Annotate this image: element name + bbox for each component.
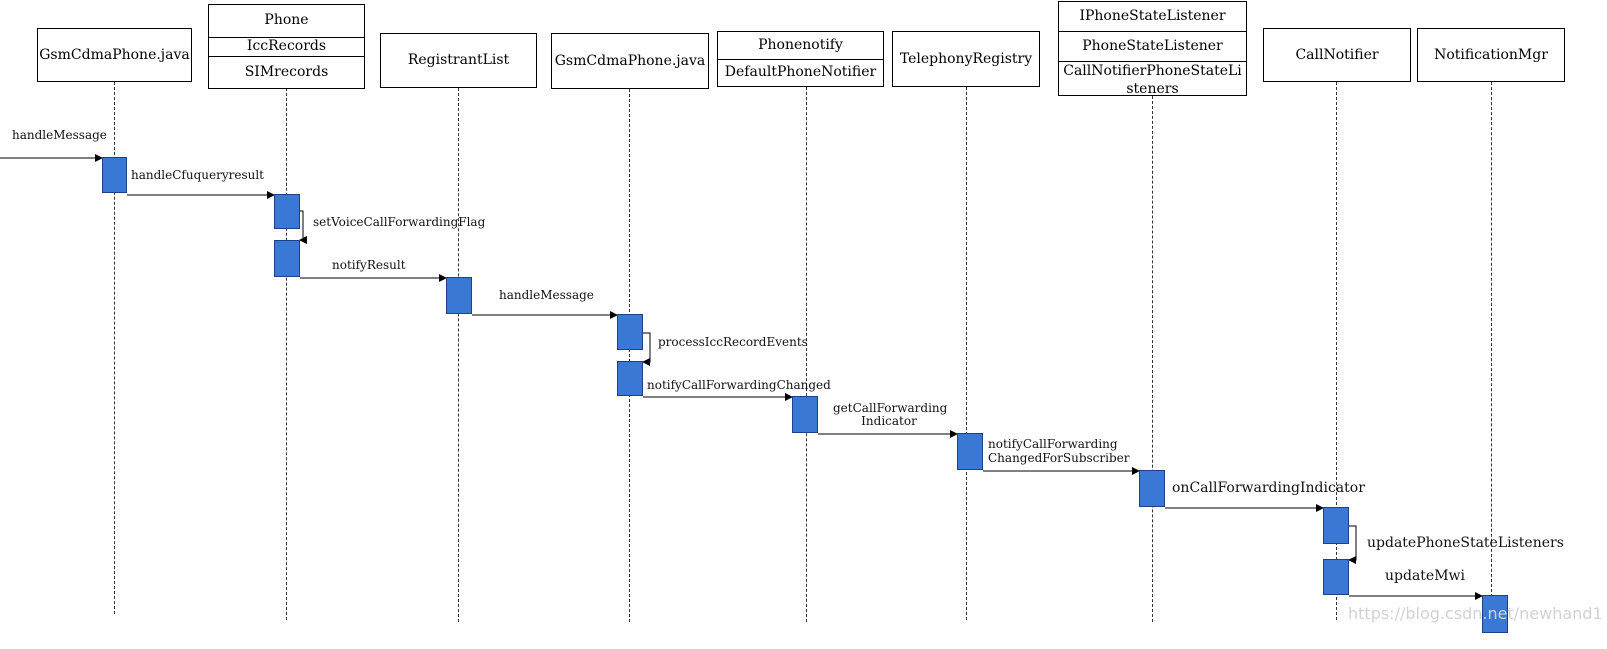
participant-label: GsmCdmaPhone.java	[39, 46, 190, 63]
participant-label: PhoneStateListener	[1059, 31, 1246, 61]
message-label-onCallForwardingIndicator: onCallForwardingIndicator	[1172, 480, 1365, 496]
participant-gsmcdmaphone-2: GsmCdmaPhone.java	[551, 33, 709, 89]
participant-label: Phonenotify	[758, 36, 843, 53]
message-label-processIccRecordEvents: processIccRecordEvents	[658, 335, 808, 349]
activation-notifmgr	[1482, 595, 1508, 633]
participant-label: NotificationMgr	[1434, 46, 1548, 63]
message-label-notifyCallForwardingChanged: notifyCallForwardingChanged	[647, 378, 831, 392]
activation-callnotifier-2	[1323, 559, 1349, 595]
arrow-setVoiceCallForwardingFlag	[299, 210, 307, 244]
lifeline-gsm1	[114, 82, 115, 614]
message-label-getCallForwarding: getCallForwarding	[833, 401, 948, 415]
participant-telephonyregistry: TelephonyRegistry	[892, 31, 1040, 87]
activation-gsm2-1	[617, 314, 643, 350]
message-label-notifyCallForwarding: notifyCallForwarding	[988, 437, 1118, 451]
participant-label: IccRecords	[209, 36, 364, 56]
lifeline-callnotifier	[1336, 82, 1337, 620]
participant-label: CallNotifier	[1295, 46, 1379, 63]
lifeline-gsm2	[629, 89, 630, 622]
message-label-handleMessage-2: handleMessage	[499, 288, 594, 302]
activation-callnotifier-1	[1323, 507, 1349, 544]
participant-notificationmgr: NotificationMgr	[1417, 28, 1565, 82]
participant-callnotifier: CallNotifier	[1263, 28, 1411, 82]
lifeline-notifmgr	[1491, 82, 1492, 597]
message-label-setVoiceCallForwardingFlag: setVoiceCallForwardingFlag	[313, 215, 486, 229]
message-label-handleCfuqueryresult: handleCfuqueryresult	[131, 168, 264, 182]
message-label-updatePhoneStateListeners: updatePhoneStateListeners	[1367, 535, 1564, 551]
participant-label: DefaultPhoneNotifier	[718, 58, 883, 87]
activation-notifier	[792, 396, 818, 433]
lifeline-phone	[286, 88, 287, 620]
activation-registrant	[446, 277, 472, 314]
lifeline-registry	[966, 87, 967, 620]
message-label-notifyResult: notifyResult	[332, 258, 406, 272]
activation-listener	[1139, 470, 1165, 507]
activation-gsm2-2	[617, 361, 643, 396]
participant-label: CallNotifierPhoneStateListeners	[1059, 61, 1246, 98]
participant-label: RegistrantList	[407, 52, 510, 68]
activation-gsm1	[102, 157, 127, 193]
lifeline-notifier	[806, 87, 807, 622]
activation-phone-2	[274, 240, 300, 277]
participant-phonenotify: Phonenotify DefaultPhoneNotifier	[717, 31, 884, 87]
participant-label: SIMrecords	[209, 55, 364, 89]
lifeline-registrant	[458, 88, 459, 622]
activation-registry	[957, 433, 983, 470]
lifeline-listener	[1152, 96, 1153, 622]
participant-label: IPhoneStateListener	[1079, 8, 1226, 24]
arrow-processIccRecordEvents	[642, 332, 651, 366]
watermark: https://blog.csdn.net/newhand1	[1348, 604, 1603, 623]
participant-iphonestatelistener: IPhoneStateListener PhoneStateListener C…	[1058, 1, 1247, 98]
message-label-indicator: Indicator	[861, 414, 917, 428]
message-label-updateMwi: updateMwi	[1385, 568, 1465, 584]
arrow-updatePhoneStateListeners	[1348, 525, 1357, 564]
message-label-changedForSubscriber: ChangedForSubscriber	[988, 451, 1130, 465]
participant-label: GsmCdmaPhone.java	[554, 52, 706, 69]
participant-gsmcdmaphone-1: GsmCdmaPhone.java	[37, 28, 192, 82]
participant-registrantlist: RegistrantList	[380, 33, 537, 88]
participant-label: TelephonyRegistry	[899, 50, 1033, 67]
participant-phone: Phone IccRecords SIMrecords	[208, 4, 365, 89]
participant-label: Phone	[264, 12, 309, 29]
activation-phone-1	[274, 194, 300, 229]
message-label-handleMessage-in: handleMessage	[12, 128, 107, 142]
